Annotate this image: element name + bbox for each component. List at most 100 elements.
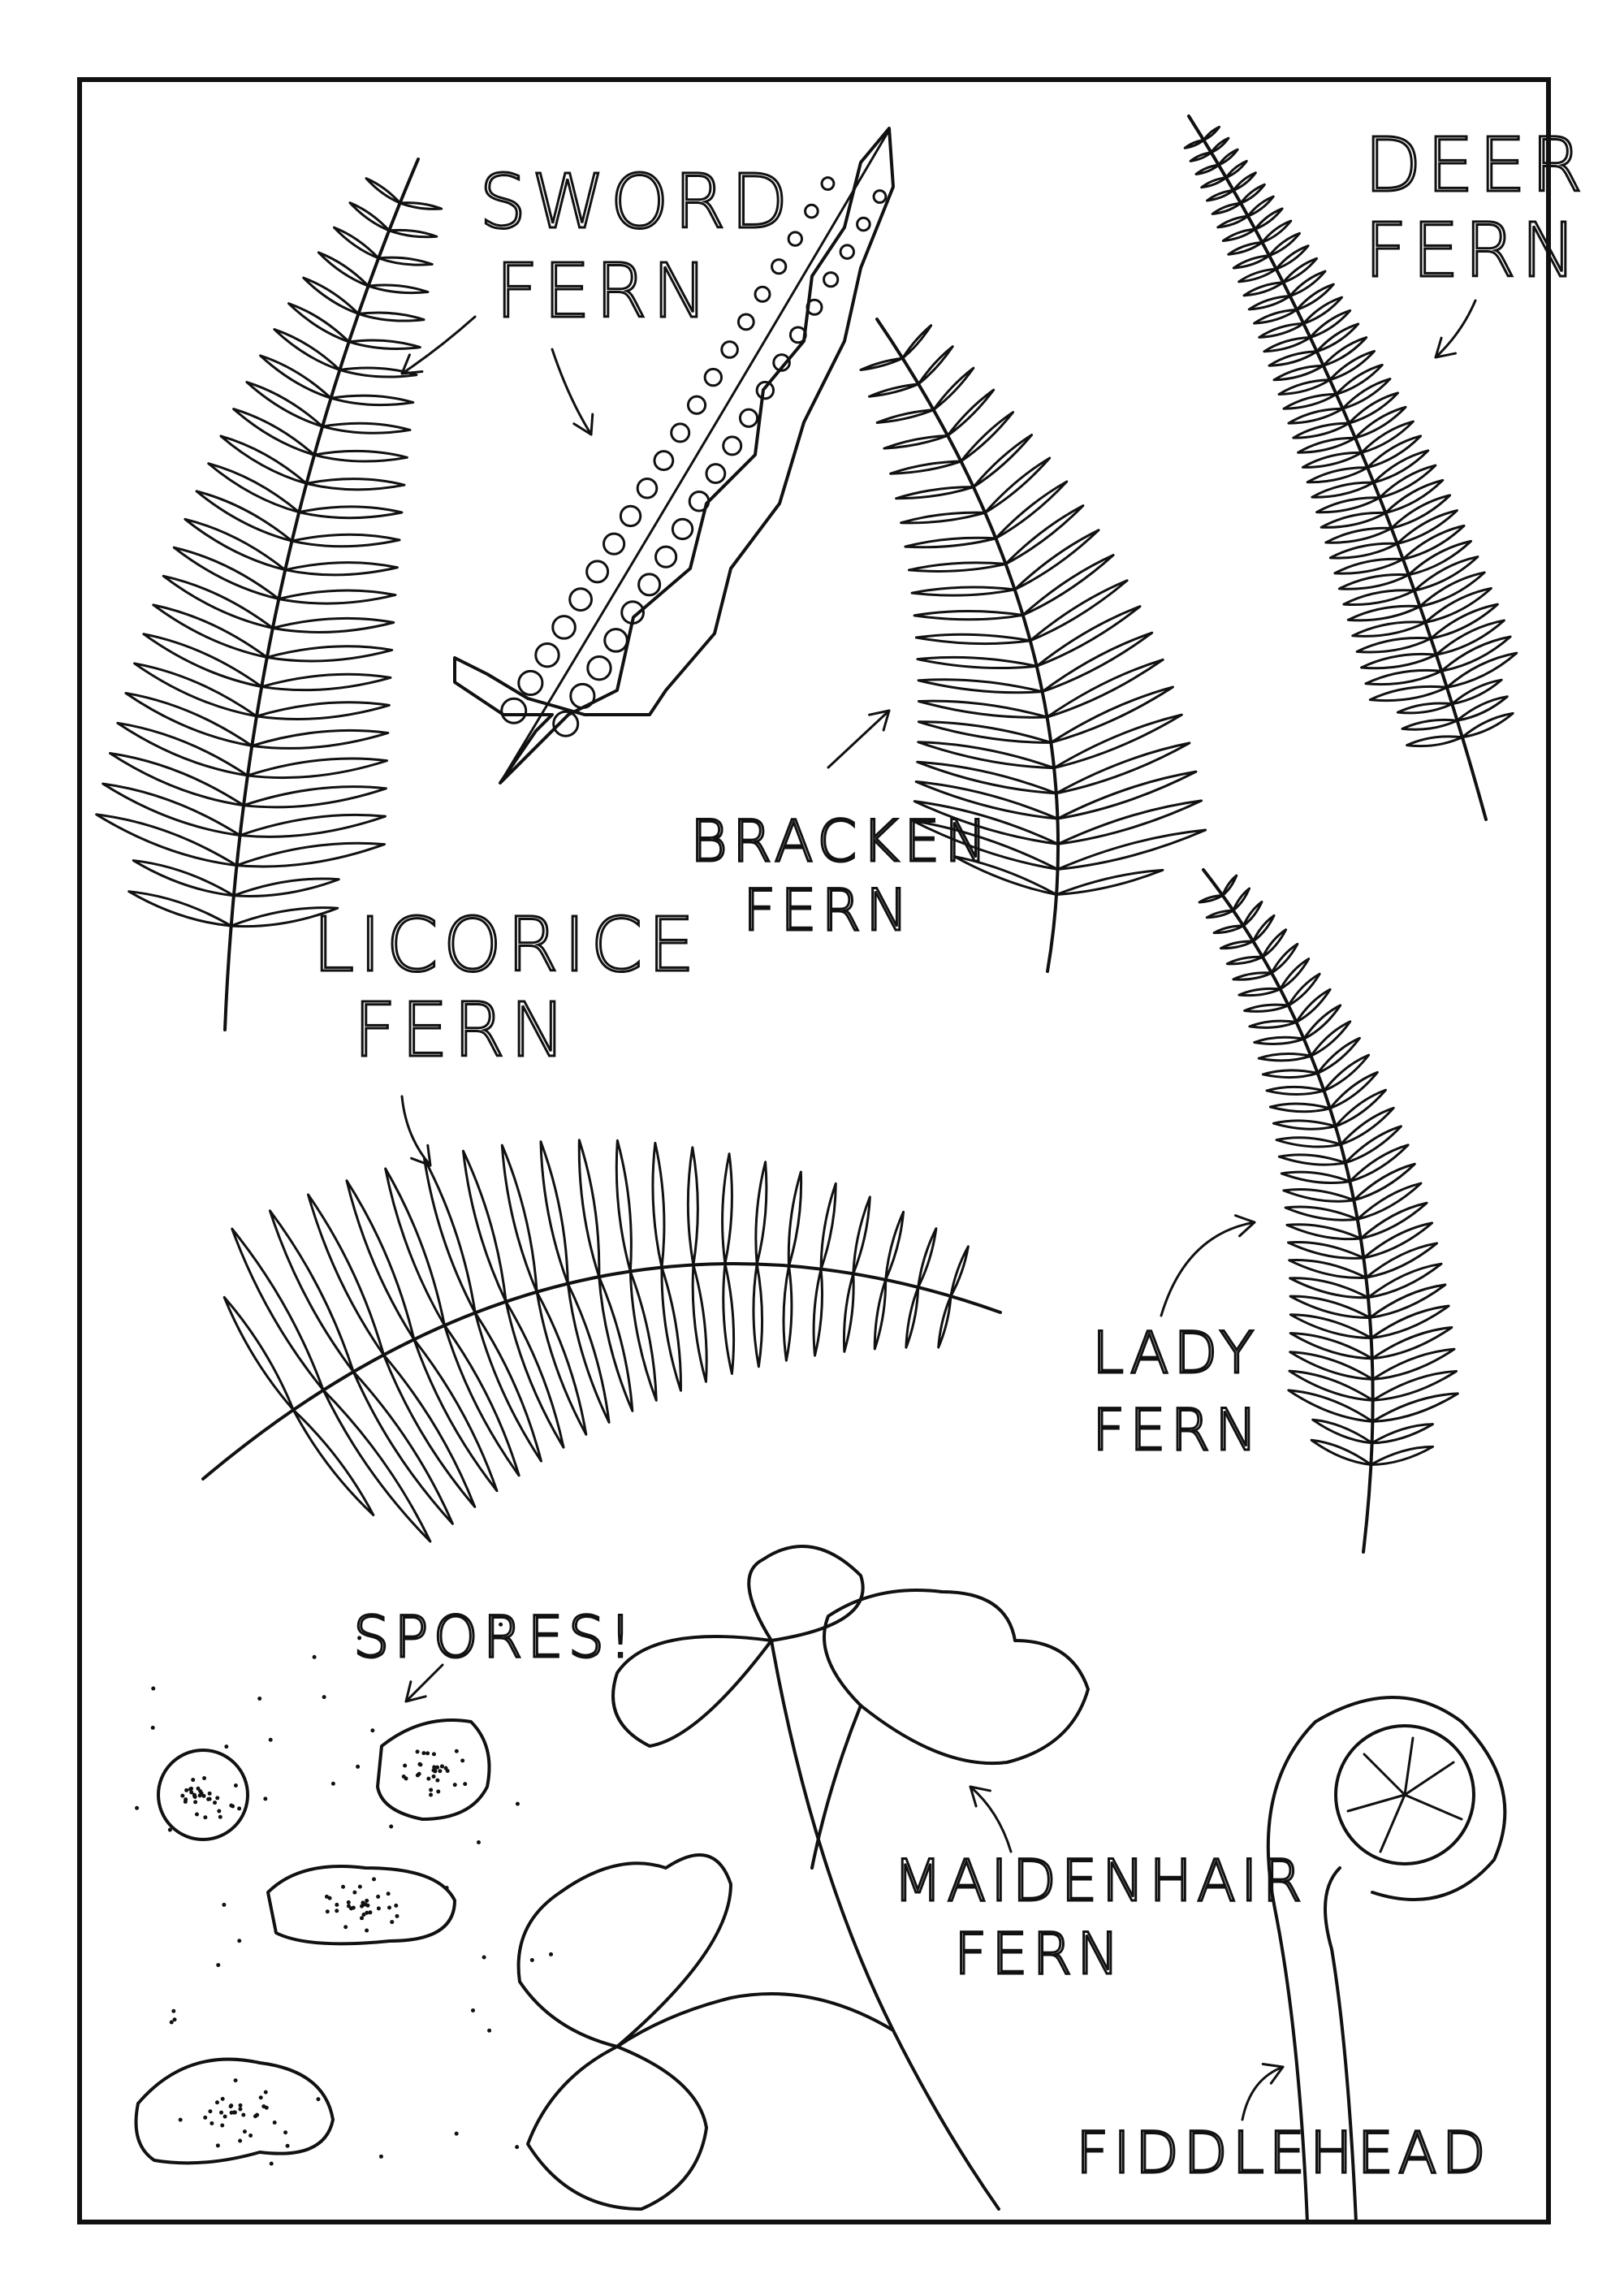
licorice-fern-leaflet — [812, 1268, 824, 1357]
arrow — [827, 709, 891, 769]
sorus-dot — [654, 545, 678, 568]
lady-fern-leaflet — [1282, 1188, 1355, 1203]
sword-fern-leaflet — [250, 728, 390, 750]
sword-fern-leaflet — [273, 328, 341, 371]
spore-speck — [352, 1890, 357, 1895]
bracken-fern-leaflet — [911, 819, 1060, 871]
licorice-fern-leaflet — [752, 1263, 764, 1368]
spore-speck — [460, 1758, 465, 1763]
arrow-shaft — [400, 1095, 432, 1167]
spore-speck — [238, 2138, 243, 2143]
deer-fern-leaflet — [1364, 668, 1443, 686]
spore-speck — [435, 1765, 440, 1770]
deer-fern-leaflet — [1297, 436, 1357, 454]
lady-fern-leaflet — [1310, 1438, 1372, 1466]
deer-fern-leaflet — [1202, 125, 1221, 141]
licorice-fern-leaflet — [345, 1179, 416, 1341]
loose-spore — [330, 1781, 335, 1786]
spore-speck — [346, 1900, 351, 1904]
arrow-shaft — [551, 348, 593, 436]
lady-fern-leaflet — [1289, 1295, 1371, 1319]
bracken-fern-leaflet — [1055, 741, 1191, 795]
lady-fern-leaflet — [1212, 924, 1245, 935]
sorus-dot — [585, 560, 610, 584]
licorice-fern-leaflet — [782, 1265, 793, 1362]
spore-speck — [431, 1774, 436, 1779]
sword-fern-leaflet — [387, 228, 438, 239]
sword-fern-leaflet — [246, 757, 389, 780]
sword-fern-leaflet — [127, 890, 233, 927]
loose-spore — [487, 2028, 492, 2033]
sword-fern-leaflet — [207, 462, 300, 514]
ferns-layer — [95, 115, 1518, 1554]
page-border — [77, 77, 1551, 2224]
licorice-fern-leaflet — [352, 1370, 454, 1525]
sword-fern — [95, 158, 443, 1031]
spore-speck — [220, 2123, 225, 2128]
deer-fern-leaflet — [1217, 148, 1239, 166]
deer-fern-leaflet — [1237, 267, 1278, 283]
spore-speck — [335, 1902, 339, 1907]
sword-fern-leaflet — [365, 177, 402, 205]
deer-fern-leaflet — [1242, 281, 1285, 297]
bracken-fern-leaflet — [1056, 828, 1207, 871]
bracken-fern-leaflet — [868, 383, 920, 398]
deer-fern-leaflet — [1295, 283, 1335, 311]
spore-speck — [335, 1909, 339, 1913]
spore-speck — [263, 2090, 268, 2095]
deer-fern-leaflet — [1396, 509, 1458, 545]
spore-speck — [386, 1891, 391, 1896]
spore-speck — [191, 1778, 196, 1783]
lady-fern-leaflet — [1371, 1369, 1458, 1402]
licorice-fern-leaflet — [721, 1152, 733, 1265]
arrow-shaft — [1434, 299, 1477, 359]
lady-fern-leaflet — [1311, 1418, 1374, 1445]
loose-spore — [222, 1902, 227, 1907]
bracken-fern-leaflet — [917, 720, 1052, 744]
sword-fern-leaflet — [266, 645, 394, 663]
licorice-fern-leaflet — [686, 1146, 699, 1266]
spore-speck — [452, 1783, 457, 1788]
deer-fern-leaflet — [1429, 603, 1499, 640]
bracken-fern-leaflet — [916, 655, 1039, 670]
bracken-fern-leaflet — [904, 536, 997, 549]
bracken-fern-leaflet — [900, 511, 987, 525]
sword-fern-leaflet — [116, 721, 249, 777]
spore-speck — [435, 1778, 440, 1783]
sword-fern-leaflet — [260, 672, 392, 692]
spore-speck — [201, 1793, 206, 1798]
loose-spore — [172, 2017, 177, 2022]
spore-speck — [361, 1913, 366, 1917]
label-sword-2: FERN — [495, 248, 713, 335]
sorus-dot — [586, 655, 612, 681]
sword-fern-leaflet — [95, 813, 239, 867]
bracken-fern-stem — [875, 318, 1060, 973]
lady-fern-leaflet — [1205, 909, 1235, 919]
licorice-fern-leaflet — [873, 1278, 888, 1351]
sorus-dot — [568, 587, 594, 612]
spore-speck — [220, 2096, 225, 2101]
arrow — [400, 1095, 432, 1167]
lady-fern-leaflet — [1368, 1283, 1447, 1319]
sword-fern-leaflet — [291, 533, 401, 548]
deer-fern-leaflet — [1407, 539, 1473, 577]
spore-speck — [394, 1903, 399, 1908]
lady-fern-leaflet — [1280, 1170, 1351, 1185]
lady-fern-leaflet — [1367, 1262, 1443, 1299]
arrow-shaft — [400, 315, 477, 375]
sword-fern-leaflet — [242, 785, 387, 809]
deer-fern-leaflet — [1224, 159, 1248, 179]
bracken-fern-leaflet — [917, 741, 1056, 770]
sorus-dot — [686, 395, 707, 415]
sword-fern-leaflet — [321, 422, 412, 434]
loose-spore — [150, 1725, 155, 1730]
deer-fern-leaflet — [1246, 195, 1275, 218]
deer-fern-leaflet — [1275, 244, 1310, 270]
spore-blob-3 — [134, 2057, 335, 2165]
sorus-dot — [806, 298, 823, 316]
spore-speck — [208, 2109, 213, 2114]
deer-fern-leaflet — [1258, 322, 1305, 339]
sword-fern-leaflet — [356, 311, 425, 322]
sword-fern-leaflet — [297, 505, 404, 520]
